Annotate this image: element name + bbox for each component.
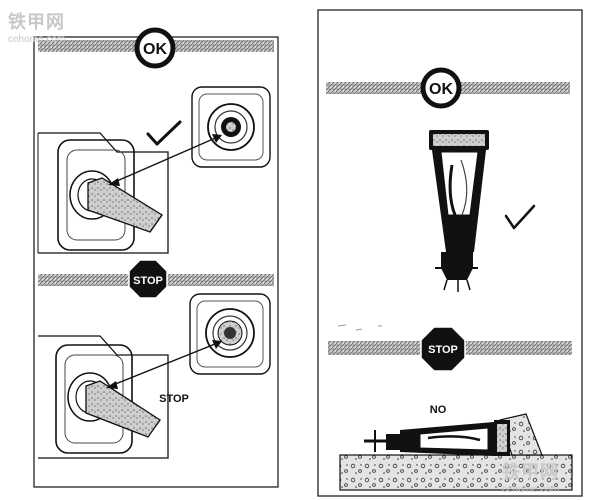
watermark-bottom-right: 铁甲网 cehome.com bbox=[502, 458, 559, 495]
stop-sign-right: STOP bbox=[420, 326, 466, 372]
ok-label-right: OK bbox=[429, 81, 453, 98]
clean-pin-bore bbox=[191, 86, 271, 168]
ok-label-left: OK bbox=[143, 41, 167, 58]
stop-sign-label-right: STOP bbox=[428, 344, 458, 356]
ok-badge-right: OK bbox=[420, 67, 462, 109]
left-panel: OK bbox=[33, 27, 279, 488]
watermark-top-left: 铁甲网 cehome.com bbox=[8, 8, 65, 45]
no-text: NO bbox=[430, 404, 447, 416]
ground-surface bbox=[339, 413, 573, 491]
ok-badge-left: OK bbox=[134, 27, 176, 69]
right-panel-frame bbox=[317, 9, 583, 497]
inspection-arrow-ok bbox=[108, 134, 222, 186]
dirty-pin-bore bbox=[189, 293, 271, 375]
scan-specks bbox=[337, 324, 382, 331]
watermark-brand-top: 铁甲网 bbox=[8, 12, 65, 32]
bucket-tooth-horizontal bbox=[364, 420, 510, 456]
bucket-tooth-vertical bbox=[429, 130, 489, 292]
stop-sign-left: STOP bbox=[128, 259, 168, 299]
watermark-site-top: cehome.com bbox=[8, 34, 66, 45]
check-mark-right bbox=[504, 204, 536, 230]
inspection-arrow-stop bbox=[106, 340, 222, 389]
right-panel: OK STOP bbox=[317, 9, 583, 497]
stop-text: STOP bbox=[159, 393, 189, 405]
pin-housing-ok bbox=[37, 132, 169, 254]
watermark-brand-bottom: 铁甲网 bbox=[502, 462, 559, 482]
pin-housing-stop bbox=[38, 335, 169, 459]
check-mark-left bbox=[146, 120, 182, 146]
stop-sign-label-left: STOP bbox=[133, 275, 163, 287]
watermark-site-bottom: cehome.com bbox=[502, 484, 560, 495]
